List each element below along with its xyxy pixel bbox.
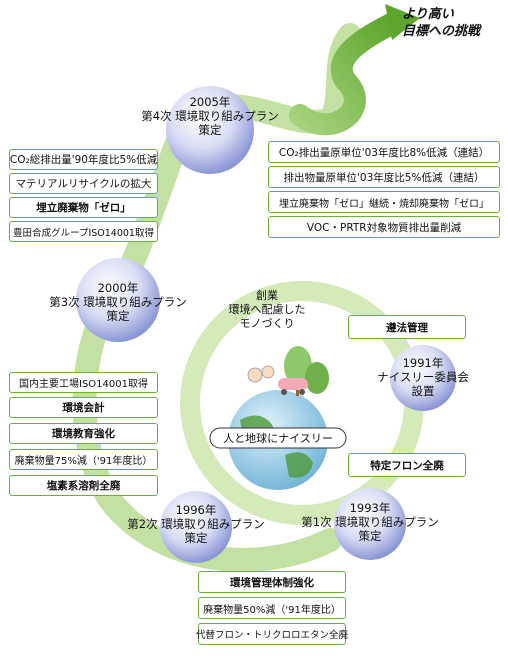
phase-1993: 1993年 第1次 環境取り組みプラン 策定 — [290, 501, 450, 543]
phase-2000: 2000年 第3次 環境取り組みプラン 策定 — [38, 281, 198, 323]
car-icon — [278, 378, 308, 390]
inner-item-top: 遵法管理 — [348, 315, 466, 339]
list-item: 埋立廃棄物「ゼロ」 — [9, 197, 158, 218]
phase-title: 第4次 環境取り組みプラン — [141, 109, 279, 123]
founding-line3: モノづくり — [239, 317, 295, 330]
phase-title: ナイスリー委員会 — [377, 370, 469, 384]
list-item: 環境会計 — [9, 397, 158, 418]
globe-banner: 人と地球にナイスリー — [223, 432, 333, 445]
list-item: CO₂排出量原単位'03年度比8%低減（連結） — [268, 141, 500, 163]
bubble-2000 — [76, 258, 160, 342]
bubble-1996 — [160, 491, 232, 563]
list-item: VOC・PRTR対象物質排出量削減 — [268, 216, 500, 238]
founding-line2: 環境へ配慮した — [228, 303, 306, 316]
founding-text: 創業 環境へ配慮した モノづくり — [212, 289, 322, 331]
phase-1996: 1996年 第2次 環境取り組みプラン 策定 — [116, 503, 276, 545]
bubble-1991 — [390, 345, 456, 411]
list-item: 代替フロン・トリクロロエタン全廃 — [196, 623, 348, 645]
list-item: 環境管理体制強化 — [198, 571, 346, 593]
list-item: 塩素系溶剤全廃 — [9, 475, 158, 496]
list-item: CO₂総排出量'90年度比5%低減 — [9, 149, 158, 170]
goal-line1: より高い — [402, 7, 454, 22]
phase-year: 2005年 — [189, 95, 231, 109]
phase-title: 第2次 環境取り組みプラン — [127, 517, 265, 531]
inner-item-bottom: 特定フロン全廃 — [348, 453, 466, 477]
goal-arrow-shaft — [289, 11, 406, 136]
list-item: 国内主要工場ISO14001取得 — [9, 372, 158, 393]
list-item: 環境教育強化 — [9, 423, 158, 444]
bubble-1993 — [334, 488, 406, 560]
goal-text: より高い 目標への挑戦 — [402, 6, 480, 40]
phase-title: 第1次 環境取り組みプラン — [301, 515, 439, 529]
person-icon — [247, 367, 263, 383]
phase-2005: 2005年 第4次 環境取り組みプラン 策定 — [130, 95, 290, 137]
list-item: 廃棄物量75%減（'91年度比） — [9, 449, 158, 470]
phase-subtitle: 策定 — [358, 529, 382, 543]
goal-arrow-head — [385, 4, 420, 40]
founding-line1: 創業 — [256, 289, 278, 302]
phase-year: 2000年 — [97, 281, 139, 295]
list-item: 廃棄物量50%減（'91年度比） — [198, 597, 346, 619]
phase-subtitle: 策定 — [106, 309, 130, 323]
phase-subtitle: 策定 — [184, 531, 208, 545]
list-item: 排出物量原単位'03年度比5%低減（連結） — [268, 166, 500, 188]
phase-1991: 1991年 ナイスリー委員会 設置 — [365, 356, 481, 398]
list-item: マテリアルリサイクルの拡大 — [9, 173, 158, 194]
goal-line2: 目標への挑戦 — [402, 24, 481, 39]
tree-icon — [284, 346, 312, 386]
phase-subtitle: 設置 — [411, 384, 435, 398]
list-item: 豊田合成グループISO14001取得 — [9, 221, 158, 242]
list-item: 埋立廃棄物「ゼロ」継続・焼却廃棄物「ゼロ」 — [268, 191, 500, 213]
phase-year: 1996年 — [175, 503, 217, 517]
phase-year: 1993年 — [349, 501, 391, 515]
globe-banner-bg — [209, 427, 347, 449]
phase-year: 1991年 — [402, 356, 444, 370]
phase-title: 第3次 環境取り組みプラン — [49, 295, 187, 309]
phase-subtitle: 策定 — [198, 123, 222, 137]
bubble-2005 — [166, 86, 254, 174]
